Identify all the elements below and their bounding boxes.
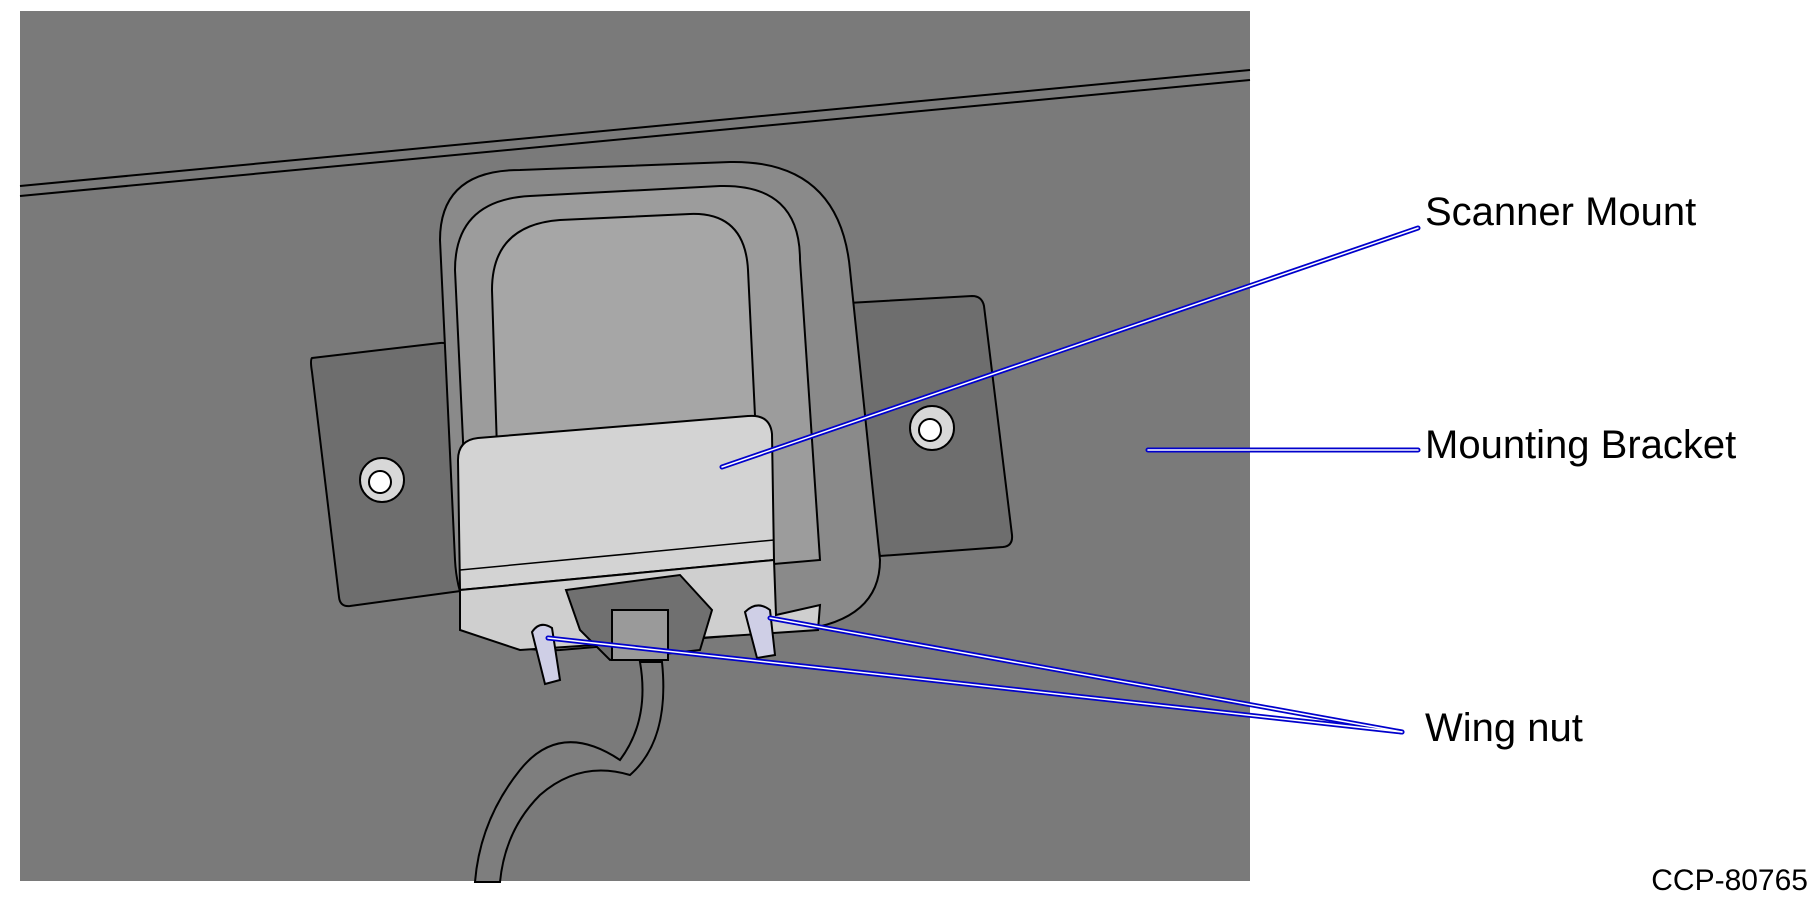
leader-lines [545,225,1421,735]
scanner-mount-label: Scanner Mount [1425,190,1697,234]
panel-edge [19,69,1251,197]
cable-connector [564,573,714,662]
wing-nut-label: Wing nut [1425,706,1583,750]
bracket-nut-right [909,405,955,451]
bracket-nut-left [359,457,405,503]
mounting-bracket [310,294,1014,608]
figure-id: CCP-80765 [1651,864,1808,897]
mounting-bracket-label: Mounting Bracket [1425,423,1737,467]
cable [473,661,665,883]
wing-nut-right [743,604,777,660]
